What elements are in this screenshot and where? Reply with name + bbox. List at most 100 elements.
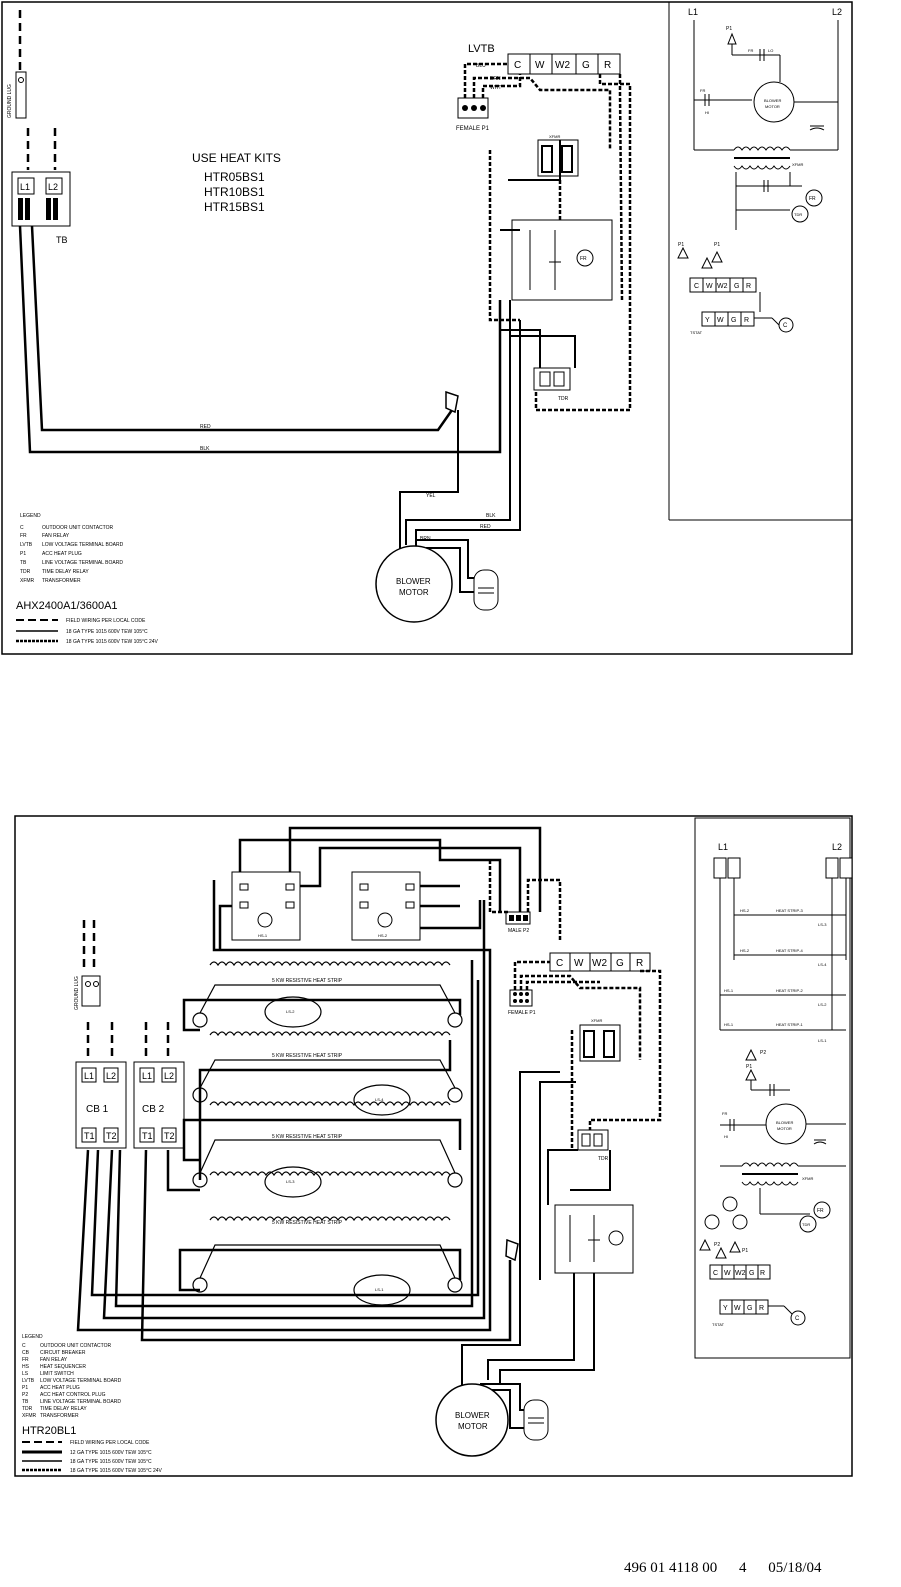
top-legend-desc: ACC HEAT PLUG xyxy=(42,551,82,557)
top-ladder-lo: LO xyxy=(768,48,773,53)
bottom-ladder-out-r: R xyxy=(759,1305,764,1312)
bottom-ladder-hs4: HS-1 xyxy=(724,1022,734,1027)
bottom-heavy-wiring xyxy=(76,900,512,1342)
top-legend-desc: TIME DELAY RELAY xyxy=(42,569,89,575)
heat-kit-1: HTR05BS1 xyxy=(204,170,265,184)
bottom-lvtb-r: R xyxy=(636,958,643,969)
bottom-ladder-p1: P1 xyxy=(746,1064,752,1070)
bottom-female-p1-label: FEMALE P1 xyxy=(508,1010,536,1016)
bottom-legend-code: CB xyxy=(22,1350,30,1356)
heat-strip-coil-5 xyxy=(209,1216,451,1222)
bottom-ladder-p2: P2 xyxy=(760,1050,766,1056)
top-wire-brn-2: BRN xyxy=(420,536,431,542)
top-ladder-l1: L1 xyxy=(688,7,698,17)
bottom-female-p1: FEMALE P1 xyxy=(508,989,536,1016)
bottom-relay-board xyxy=(554,1204,634,1274)
top-tdr-label: TDR xyxy=(558,396,569,402)
top-wire-legend-3: 18 GA TYPE 1015 600V TEW 105°C 24V xyxy=(66,639,159,645)
bottom-wire-legend-4: 18 GA TYPE 1015 600V TEW 105°C 24V xyxy=(70,1468,163,1474)
heat-strip-label-2: 5 KW RESISTIVE HEAT STRIP xyxy=(272,1053,343,1059)
top-transformer: XFMR xyxy=(537,134,579,177)
bottom-legend-desc: ACC HEAT PLUG xyxy=(40,1385,80,1391)
top-ladder-fr: FR xyxy=(748,48,753,53)
bottom-ladder-ls2: LS-2 xyxy=(818,1002,827,1007)
bottom-legend-code: HS xyxy=(22,1364,30,1370)
top-legend-title: LEGEND xyxy=(20,513,41,519)
bottom-ladder-xfmr: XFMR xyxy=(802,1176,813,1181)
bottom-legend-desc: TRANSFORMER xyxy=(40,1413,79,1419)
top-ladder-tdr: TDR xyxy=(794,212,802,217)
top-legend-desc: TRANSFORMER xyxy=(42,578,81,584)
bottom-ground-lug: GROUND LUG xyxy=(74,920,101,1010)
bottom-ladder-hs3: HS-1 xyxy=(724,988,734,993)
top-ladder-term-c: C xyxy=(694,283,699,290)
bottom-legend-code: TB xyxy=(22,1399,29,1405)
lvtb-terminal-c: C xyxy=(514,60,521,71)
top-ladder-p1: P1 xyxy=(726,26,732,32)
bottom-legend-code: LVTB xyxy=(22,1378,35,1384)
bottom-legend-code: C xyxy=(22,1343,26,1349)
top-ground-label: GROUND LUG xyxy=(7,84,13,118)
cb1-t1: T1 xyxy=(84,1131,95,1141)
top-fr-label: FR xyxy=(580,256,587,262)
cb2-l2: L2 xyxy=(164,1071,174,1081)
cb2-t2: T2 xyxy=(164,1131,175,1141)
bottom-ladder-ls4: LS-4 xyxy=(818,962,827,967)
top-lvtb: LVTB C W W2 G R xyxy=(468,43,621,75)
top-legend-desc: OUTDOOR UNIT CONTACTOR xyxy=(42,525,114,531)
bottom-sequencer-wiring xyxy=(212,826,542,960)
top-ladder-diagram: L1 L2 P1 FR LO FR HI BLOWER MOTOR XFMR xyxy=(677,7,842,335)
top-legend-code: TDR xyxy=(20,569,31,575)
top-ladder-hi: HI xyxy=(705,110,709,115)
bottom-blower-label-1: BLOWER xyxy=(455,1411,490,1420)
top-tdr: TDR xyxy=(533,367,571,402)
top-legend-desc: LINE VOLTAGE TERMINAL BOARD xyxy=(42,560,123,566)
page-footer: 496 01 4118 00 4 05/18/04 xyxy=(624,1560,840,1577)
bottom-ladder-blower-1: BLOWER xyxy=(776,1120,793,1125)
bottom-blower-motor: BLOWER MOTOR xyxy=(435,1383,549,1457)
bottom-plug-connector xyxy=(505,1238,519,1262)
hs1-label: HS-1 xyxy=(258,933,268,938)
top-ladder-term-w2: W2 xyxy=(717,283,728,290)
cb2-t1: T1 xyxy=(142,1131,153,1141)
bottom-model-label: HTR20BL1 xyxy=(22,1425,76,1437)
ls-3-label: LS-3 xyxy=(286,1179,295,1184)
bottom-ladder-p2b: P2 xyxy=(714,1242,720,1248)
bottom-wire-legend-2: 12 GA TYPE 1015 600V TEW 105°C xyxy=(70,1450,152,1456)
bottom-tdr-label: TDR xyxy=(598,1156,609,1162)
bottom-ladder-tdr: TDR xyxy=(802,1222,810,1227)
wire-label-red: RED xyxy=(200,424,211,430)
bottom-24v-wiring xyxy=(488,860,662,1150)
top-relay-board: FR xyxy=(511,219,613,301)
bottom-lvtb: C W W2 G R xyxy=(549,952,651,972)
heat-strip-group xyxy=(192,961,463,1306)
cb1-l1: L1 xyxy=(84,1071,94,1081)
bottom-diagram-frame xyxy=(14,815,853,1477)
heat-strip-label-1: 5 KW RESISTIVE HEAT STRIP xyxy=(272,978,343,984)
bottom-ladder-diagram: L1 L2 HS-2 HEAT STRIP-3 LS-3 HS-2 HEAT S… xyxy=(699,842,853,1327)
bottom-ladder-frame xyxy=(694,817,851,1359)
top-ladder-fr3: FR xyxy=(809,196,816,202)
bottom-legend-code: LS xyxy=(22,1371,29,1377)
heat-strip-label-4: 5 KW RESISTIVE HEAT STRIP xyxy=(272,1220,343,1226)
circuit-breaker-2: L1 L2 CB 2 T1 T2 xyxy=(133,1061,185,1149)
bottom-legend-code: P2 xyxy=(22,1392,28,1398)
bottom-ladder-strip-1: HEAT STRIP-1 xyxy=(776,1022,804,1027)
top-ladder-term-g: G xyxy=(734,283,739,290)
top-ladder-term-r: R xyxy=(746,283,751,290)
doc-date: 05/18/04 xyxy=(768,1560,822,1576)
bottom-ladder-hs2: HS-2 xyxy=(740,948,750,953)
top-ladder-out-y: Y xyxy=(705,317,710,324)
top-ladder-blower-2: MOTOR xyxy=(765,104,780,109)
lvtb-terminal-w: W xyxy=(535,60,545,71)
top-ladder-c: C xyxy=(783,323,788,329)
top-wire-brn: BRN xyxy=(490,76,501,82)
ls-4-label: LS-4 xyxy=(375,1097,384,1102)
top-tb-l2: L2 xyxy=(48,182,58,192)
top-female-p1: FEMALE P1 xyxy=(456,97,490,132)
top-ladder-out-g: G xyxy=(731,317,736,324)
doc-number: 496 01 4118 00 xyxy=(624,1560,718,1576)
bottom-legend-desc: ACC HEAT CONTROL PLUG xyxy=(40,1392,106,1398)
top-ladder-out-r: R xyxy=(744,317,749,324)
heat-strip-coil-4 xyxy=(209,1171,451,1177)
